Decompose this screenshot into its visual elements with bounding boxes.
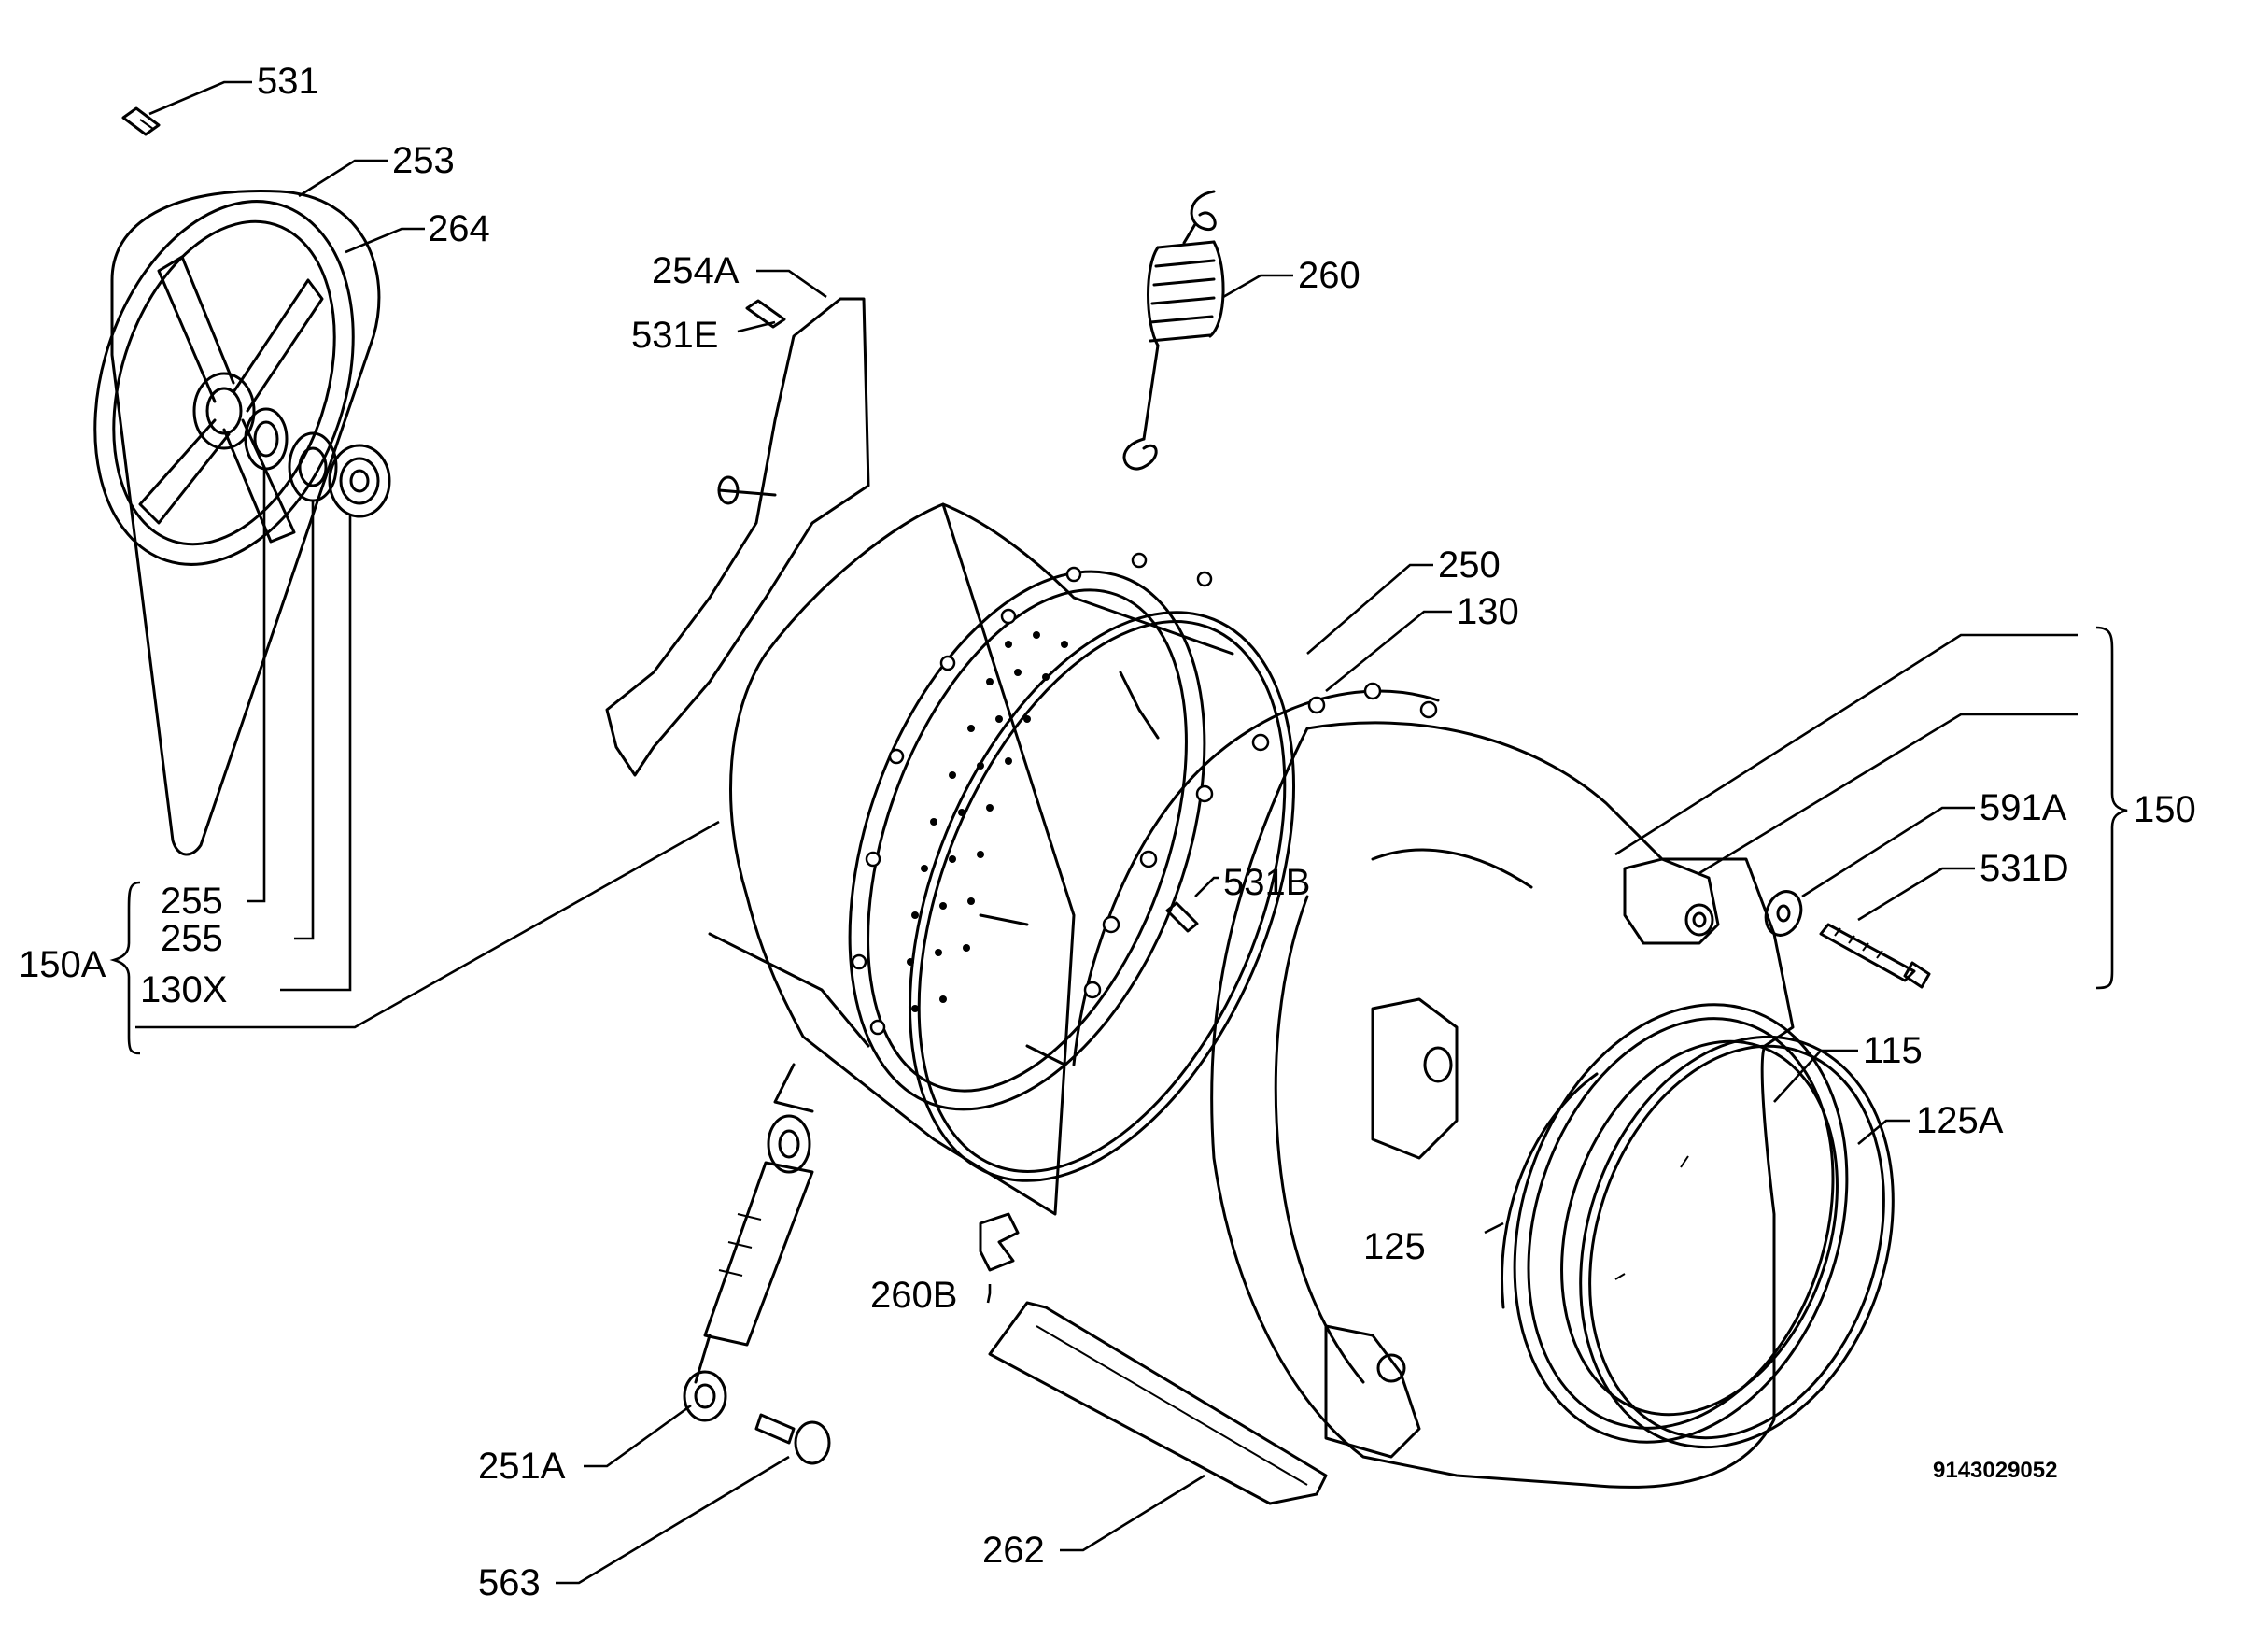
gasket-125-icon: [1500, 1072, 1599, 1309]
bolt-563-icon: [754, 1413, 831, 1465]
callout-251A: 251A: [478, 1446, 566, 1487]
shock-absorber-icon: [683, 1114, 814, 1422]
callout-262: 262: [982, 1530, 1045, 1571]
callout-125A: 125A: [1916, 1100, 2004, 1141]
callout-150: 150: [2134, 789, 2196, 830]
pulley-rim-icon: [93, 200, 355, 566]
pulley-spokes-icon: [138, 255, 324, 544]
rear-tub-shell-icon: [729, 502, 1076, 1216]
tub-rear-assembly: [605, 297, 1295, 1216]
callout-125: 125: [1363, 1226, 1426, 1267]
callout-531: 531: [257, 61, 319, 102]
drum-perforations-icon: [907, 631, 1068, 1012]
screw-531-icon: [121, 106, 161, 136]
support-arm-icon: [605, 297, 870, 777]
drive-belt-icon: [110, 189, 381, 856]
gasket-250-icon: [909, 611, 1295, 1182]
callout-255-second: 255: [161, 918, 223, 959]
seal-ring-130-icon: [1072, 689, 1440, 1066]
tub-front-assembly: [1072, 682, 1931, 1489]
callout-264: 264: [428, 208, 490, 249]
callout-130: 130: [1457, 591, 1519, 632]
callout-563: 563: [478, 1562, 541, 1603]
clamp-ring-125A-icon: [1579, 1035, 1895, 1449]
screw-531D-icon: [1819, 923, 1931, 989]
pulley-assembly: [93, 106, 391, 856]
leader-lines: [135, 80, 2078, 1585]
callout-531B: 531B: [1223, 862, 1310, 903]
callout-260B: 260B: [870, 1275, 957, 1316]
mounting-lug-left-icon: [1371, 997, 1459, 1160]
callout-250: 250: [1438, 544, 1501, 586]
spring-260-icon: [1122, 190, 1225, 471]
callout-591A: 591A: [1980, 787, 2067, 828]
brace-150: [2095, 626, 2128, 990]
callout-130X: 130X: [140, 969, 227, 1010]
washer-591A-icon: [1764, 890, 1803, 937]
bearing-255-icon: [244, 407, 289, 471]
callout-labels: 531 253 264 254A 531E 260 250 130 150 59…: [19, 61, 2196, 1603]
callout-255-first: 255: [161, 881, 223, 922]
callout-531D: 531D: [1980, 848, 2069, 889]
seal-ring-bolts-icon: [1083, 682, 1438, 999]
screw-531B-icon: [1165, 901, 1199, 933]
callout-115: 115: [1863, 1030, 1923, 1071]
seal-130X-icon: [328, 444, 391, 518]
callout-150A: 150A: [19, 944, 106, 985]
clip-260B-icon: [979, 1212, 1020, 1272]
brace-150A: [109, 881, 141, 1055]
mounting-lug-icon: [1623, 857, 1720, 945]
bar-262-icon: [988, 1301, 1328, 1505]
screw-531E-icon: [745, 299, 786, 329]
rim-bolts-icon: [851, 552, 1213, 1036]
callout-260: 260: [1298, 255, 1360, 296]
drum-ring-icon: [848, 570, 1206, 1111]
front-ring-115-icon: [1513, 1003, 1849, 1444]
front-tub-body-icon: [1210, 721, 1795, 1489]
callout-254A: 254A: [652, 250, 740, 291]
callout-531E: 531E: [631, 315, 718, 356]
tub-foot-icon: [1324, 1324, 1421, 1459]
drawing-code: 9143029052: [1933, 1458, 2057, 1483]
callout-253: 253: [392, 140, 455, 181]
